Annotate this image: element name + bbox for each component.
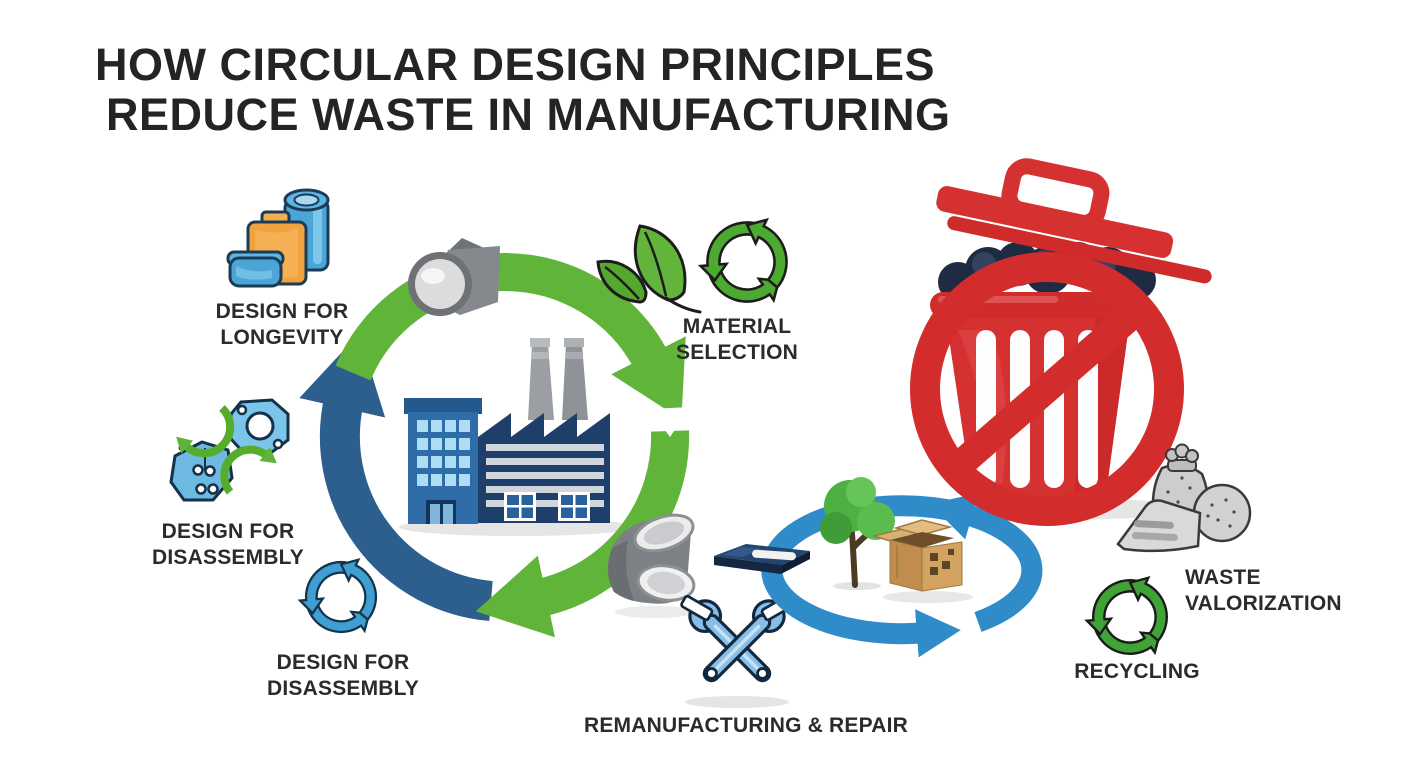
tree-icon <box>820 477 895 588</box>
factory-icon <box>404 338 610 524</box>
label-recycling: RECYCLING <box>1074 660 1200 683</box>
gray-materials-icon <box>1116 443 1252 553</box>
leaf-and-recycle-icon <box>596 208 802 314</box>
factory-windows <box>504 492 590 521</box>
title-line-1: HOW CIRCULAR DESIGN PRINCIPLES <box>95 39 936 90</box>
label-design-for-disassembly-parts: DESIGN FOR DISASSEMBLY <box>152 520 304 569</box>
blue-cycle-arrow <box>299 333 494 621</box>
cardboard-box-icon <box>871 519 963 592</box>
pipe-elbow-icon <box>408 238 500 316</box>
crossed-out-trash-can-icon <box>910 158 1212 526</box>
label-waste-valorization: WASTE VALORIZATION <box>1185 566 1342 615</box>
usb-drive-icon <box>714 544 810 574</box>
label-material-selection: MATERIAL SELECTION <box>676 315 798 364</box>
page-title: HOW CIRCULAR DESIGN PRINCIPLES REDUCE WA… <box>95 40 951 140</box>
trash-lid <box>936 158 1212 284</box>
machine-parts-swap-icon <box>169 398 290 502</box>
label-design-for-longevity: DESIGN FOR LONGEVITY <box>215 300 349 349</box>
crossed-wrenches-icon <box>680 595 794 683</box>
prohibition-ring <box>910 252 1184 526</box>
title-line-2: REDUCE WASTE IN MANUFACTURING <box>106 89 951 140</box>
pipe-fitting-icon <box>607 513 696 604</box>
durable-containers-icon <box>226 188 330 288</box>
office-building <box>404 398 482 524</box>
label-remanufacturing-repair: REMANUFACTURING & REPAIR <box>583 714 909 737</box>
green-recycle-icon <box>1082 567 1181 656</box>
label-design-for-disassembly-recycle: DESIGN FOR DISASSEMBLY <box>267 651 419 700</box>
